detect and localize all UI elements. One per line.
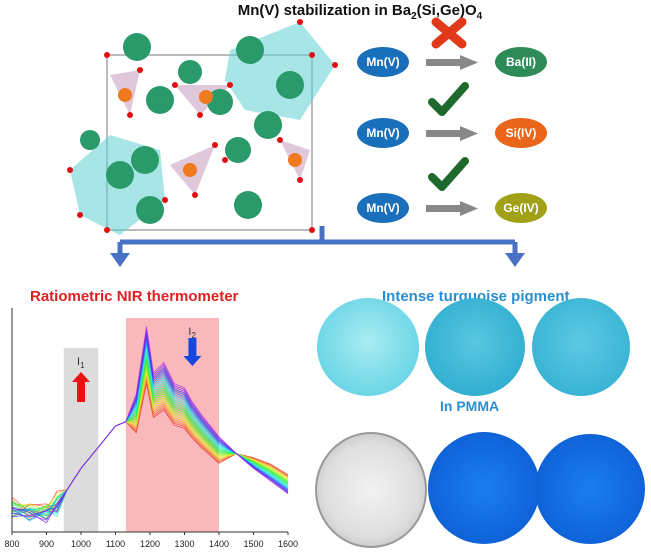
pigment-sample-1 [317,298,419,396]
mn-ellipse: Mn(V) [357,193,409,223]
pmma-pigment-sample-2 [535,434,645,544]
x-tick-label: 1300 [174,539,194,549]
target-ellipse: Ba(II) [495,47,547,77]
x-tick-label: 1000 [71,539,91,549]
band-label: I1 [77,356,85,370]
left-heading: Ratiometric NIR thermometer [30,288,239,305]
title-sub: 4 [476,11,483,22]
pigment-sample-2 [425,298,525,396]
x-tick-label: 800 [4,539,19,549]
decrease-arrow-icon [183,338,202,366]
spectrum-series [11,371,289,520]
bracket-arrows [110,226,525,267]
spectrum-series [11,326,289,521]
right-heading: Intense turquoise pigment [382,288,570,305]
spectrum-series [11,376,289,518]
target-ellipse: Si(IV) [495,118,547,148]
x-tick-label: 1100 [106,539,125,549]
mn-ellipse: Mn(V) [357,118,409,148]
pmma-blank-sample [315,432,427,548]
pigment-sample-3 [532,298,630,396]
x-tick-label: 1600 [278,539,298,549]
title-text: (Si,Ge)O [416,2,477,19]
x-tick-label: 1400 [209,539,229,549]
mn-ellipse: Mn(V) [357,47,409,77]
main-title: Mn(V) stabilization in Ba2(Si,Ge)O4 [0,2,651,22]
band-label: I2 [188,326,196,340]
title-text: Mn(V) stabilization in Ba [237,2,412,19]
spectrum-series [11,381,289,513]
increase-arrow-icon [72,372,90,402]
x-tick-label: 900 [39,539,54,549]
pmma-label: In PMMA [440,398,500,414]
x-tick-label: 1500 [243,539,263,549]
target-ellipse: Ge(IV) [495,193,547,223]
title-sub: 2 [411,11,417,22]
x-tick-label: 1200 [140,539,160,549]
pmma-pigment-sample-1 [428,432,540,544]
